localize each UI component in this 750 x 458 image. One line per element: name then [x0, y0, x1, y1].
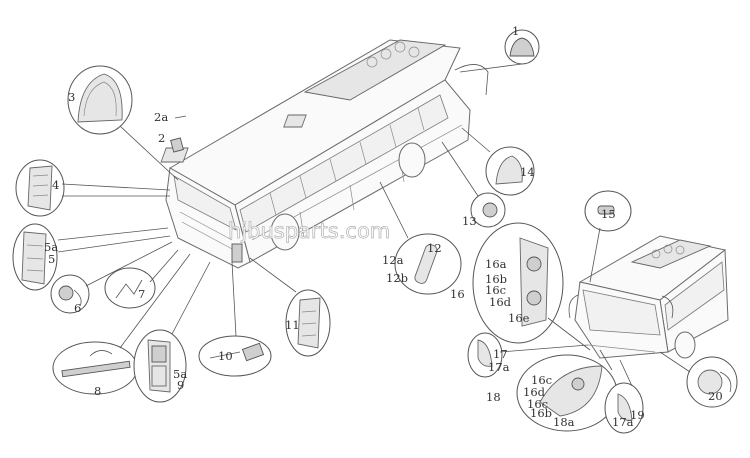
label-12a: 12a	[382, 253, 404, 267]
label-5a-lower: 5a	[173, 367, 187, 381]
label-11: 11	[285, 318, 300, 332]
label-16b: 16b	[485, 272, 507, 286]
label-12b: 12b	[386, 271, 408, 285]
part-8-light-bar	[52, 341, 138, 395]
label-16e: 16e	[508, 311, 530, 325]
part-15-bulb	[584, 190, 632, 232]
label-2a: 2a	[154, 110, 168, 124]
part-4-headlamp	[15, 159, 65, 217]
label-16: 16	[450, 287, 465, 301]
part-labels: 1 3 2a 2 4 5a 5 6 7 8 5a 9 10 11 12 12a …	[44, 24, 723, 429]
label-18: 18	[486, 390, 501, 404]
label-1: 1	[512, 24, 519, 38]
label-16d-lower: 16d	[523, 385, 546, 399]
secondary-bus-illustration	[568, 235, 729, 359]
part-16-headlamp-assembly	[472, 222, 564, 344]
label-16b-lower: 16b	[530, 406, 552, 420]
label-16c-lower2: 16c	[527, 397, 548, 411]
part-19-corner-lamp	[604, 382, 644, 434]
label-12: 12	[427, 241, 442, 255]
part-1-marker-lamp	[504, 29, 540, 65]
leader-lines	[57, 63, 691, 387]
label-5a-left: 5a	[44, 240, 58, 254]
part-17-corner-lamp	[467, 332, 503, 378]
label-16d: 16d	[489, 295, 512, 309]
label-8: 8	[94, 384, 101, 398]
label-16c-lower: 16c	[531, 373, 552, 387]
part-13-round-marker	[470, 192, 506, 228]
label-10: 10	[218, 349, 233, 363]
label-3: 3	[68, 90, 75, 104]
part-6-round-lamp	[50, 274, 90, 314]
label-17a-left: 17a	[488, 360, 510, 374]
label-19: 19	[630, 408, 645, 422]
label-18a: 18a	[553, 415, 575, 429]
part-9-rear-lamp	[133, 329, 187, 403]
label-15: 15	[601, 207, 616, 221]
part-20-round-lamp	[686, 356, 738, 408]
watermark-text: hjbusparts.com	[228, 219, 390, 243]
part-3-roof-lamp	[67, 65, 133, 135]
label-7: 7	[138, 287, 145, 301]
label-13: 13	[462, 214, 477, 228]
label-17a-right: 17a	[612, 415, 634, 429]
label-6: 6	[74, 301, 81, 315]
part-2-clearance-lamp	[170, 115, 187, 153]
part-5-fog-lamp	[12, 223, 58, 291]
label-5: 5	[48, 252, 55, 266]
label-9: 9	[177, 378, 184, 392]
part-14-cab-lamp	[485, 146, 535, 196]
part-10-side-marker	[198, 335, 272, 377]
label-2: 2	[158, 131, 165, 145]
label-16c: 16c	[485, 283, 506, 297]
label-14: 14	[520, 165, 535, 179]
main-bus-illustration	[160, 39, 489, 269]
part-12-strip-lamp	[394, 233, 462, 295]
label-16a: 16a	[485, 257, 507, 271]
part-7-wiring-bracket	[104, 267, 156, 309]
label-4: 4	[52, 178, 59, 192]
label-20: 20	[708, 389, 723, 403]
part-11-tail-lamp	[285, 289, 331, 357]
part-18-headlamp-assembly	[516, 354, 618, 432]
label-17: 17	[493, 347, 508, 361]
